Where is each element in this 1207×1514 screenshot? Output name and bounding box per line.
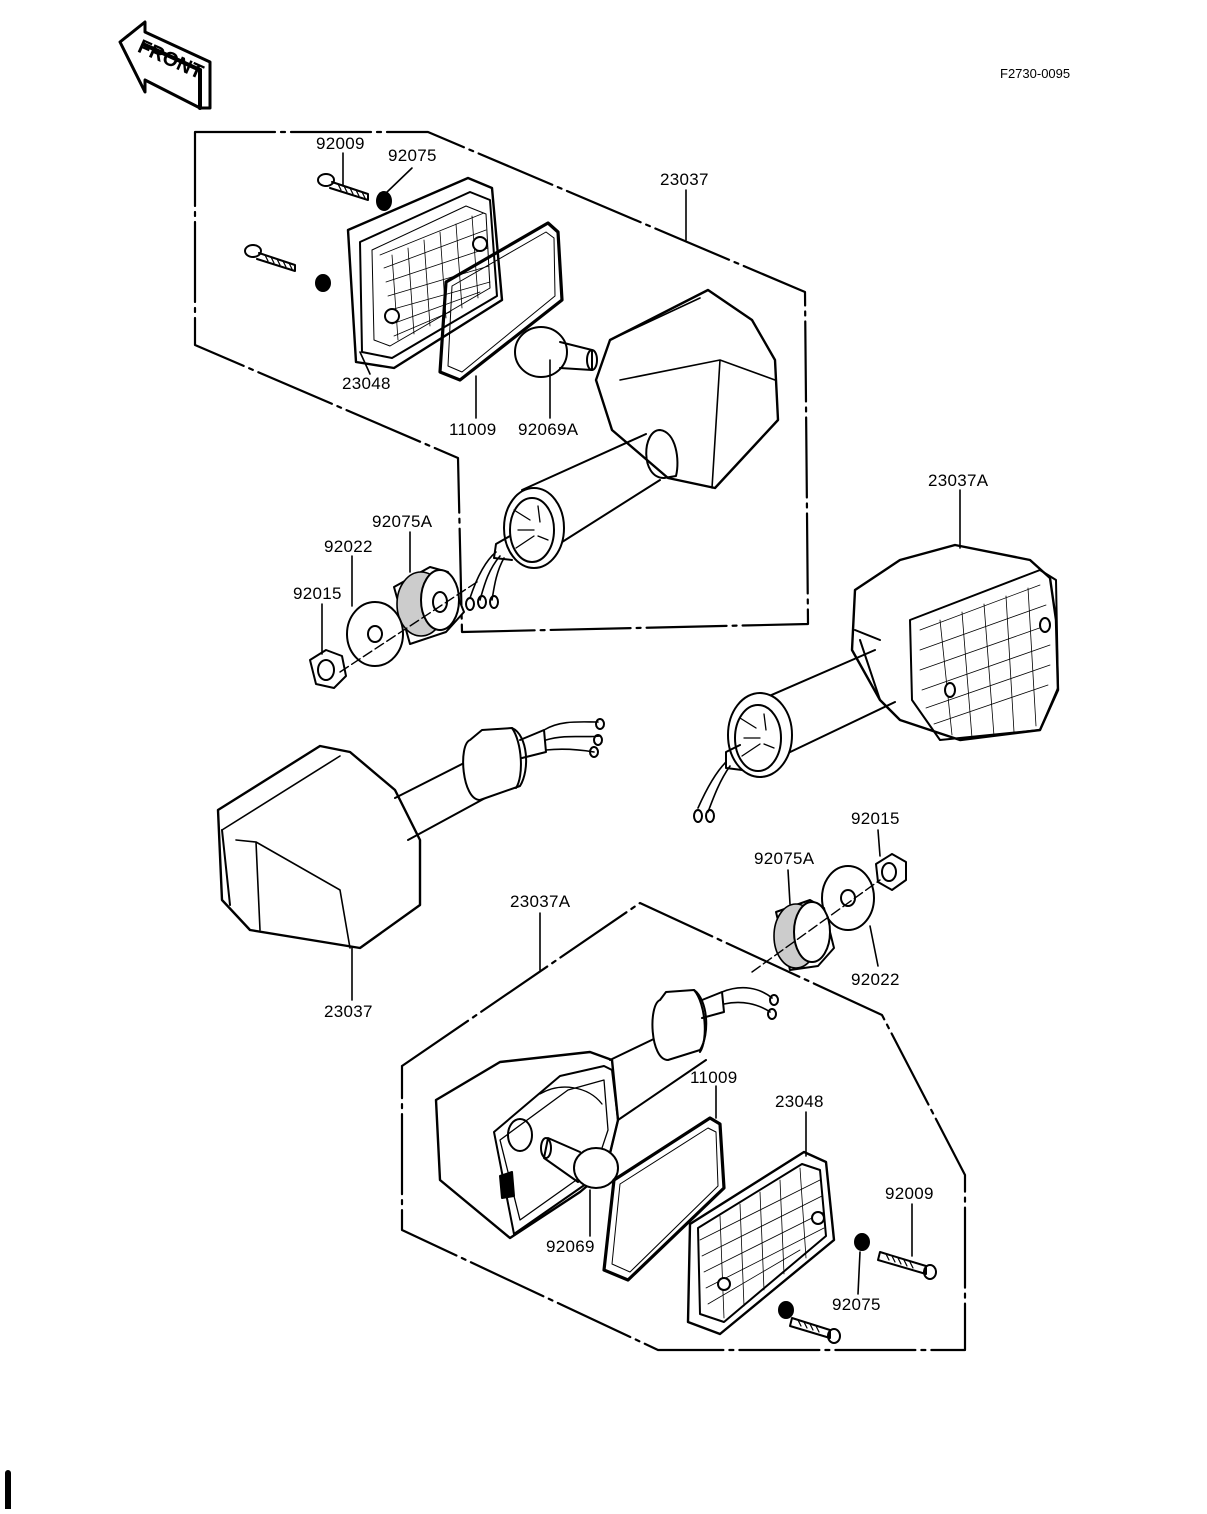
label-bottom-gasket: 11009 (690, 1068, 738, 1087)
bottom-screw-lower (790, 1318, 840, 1343)
label-top-washer: 92075 (388, 146, 437, 165)
top-turn-signal-housing (466, 290, 778, 610)
right-nut (876, 854, 906, 890)
label-top-screw: 92009 (316, 134, 365, 153)
top-screw-upper (318, 174, 368, 200)
label-top-nut: 92015 (293, 584, 342, 603)
right-turn-signal (694, 545, 1058, 822)
top-group-boundary (195, 132, 808, 632)
label-top-plate-washer: 92022 (324, 537, 373, 556)
figure-code: F2730-0095 (1000, 66, 1071, 81)
label-bottom-bulb: 92069 (546, 1237, 595, 1256)
bottom-turn-signal-housing (436, 988, 778, 1238)
bottom-screw-upper (878, 1252, 936, 1279)
label-right-turn-signal-assy: 23037A (928, 471, 989, 490)
label-top-gasket: 11009 (449, 420, 497, 439)
bottom-lens (688, 1152, 834, 1334)
label-bottom-washer: 92075 (832, 1295, 881, 1314)
top-gasket (440, 223, 562, 380)
top-washer-upper (377, 192, 391, 210)
label-right-damper: 92075A (754, 849, 815, 868)
top-screw-lower (245, 245, 295, 271)
top-washer-lower (316, 275, 330, 291)
front-direction-arrow-icon: FRONT (120, 22, 210, 108)
top-bulb (515, 327, 597, 377)
label-left-turn-signal-assy: 23037 (324, 1002, 373, 1021)
right-damper (774, 900, 834, 970)
top-damper (394, 567, 464, 644)
label-top-damper: 92075A (372, 512, 433, 531)
label-right-plate-washer: 92022 (851, 970, 900, 989)
bottom-bulb (541, 1138, 618, 1188)
label-right-nut: 92015 (851, 809, 900, 828)
left-turn-signal (218, 719, 604, 948)
leader-lines (322, 153, 960, 1294)
right-plate-washer (822, 866, 874, 930)
label-top-turn-signal-assy: 23037 (660, 170, 709, 189)
bottom-gasket (604, 1118, 724, 1280)
label-bottom-lens: 23048 (775, 1092, 824, 1111)
top-plate-washer (347, 602, 403, 666)
label-top-lens: 23048 (342, 374, 391, 393)
label-bottom-turn-signal-assy: 23037A (510, 892, 571, 911)
top-nut (310, 650, 346, 688)
top-lens (348, 178, 502, 368)
label-top-bulb: 92069A (518, 420, 579, 439)
bottom-washer-lower (779, 1302, 793, 1318)
bottom-washer-upper (855, 1234, 869, 1250)
bottom-group-boundary (402, 903, 965, 1350)
label-bottom-screw: 92009 (885, 1184, 934, 1203)
